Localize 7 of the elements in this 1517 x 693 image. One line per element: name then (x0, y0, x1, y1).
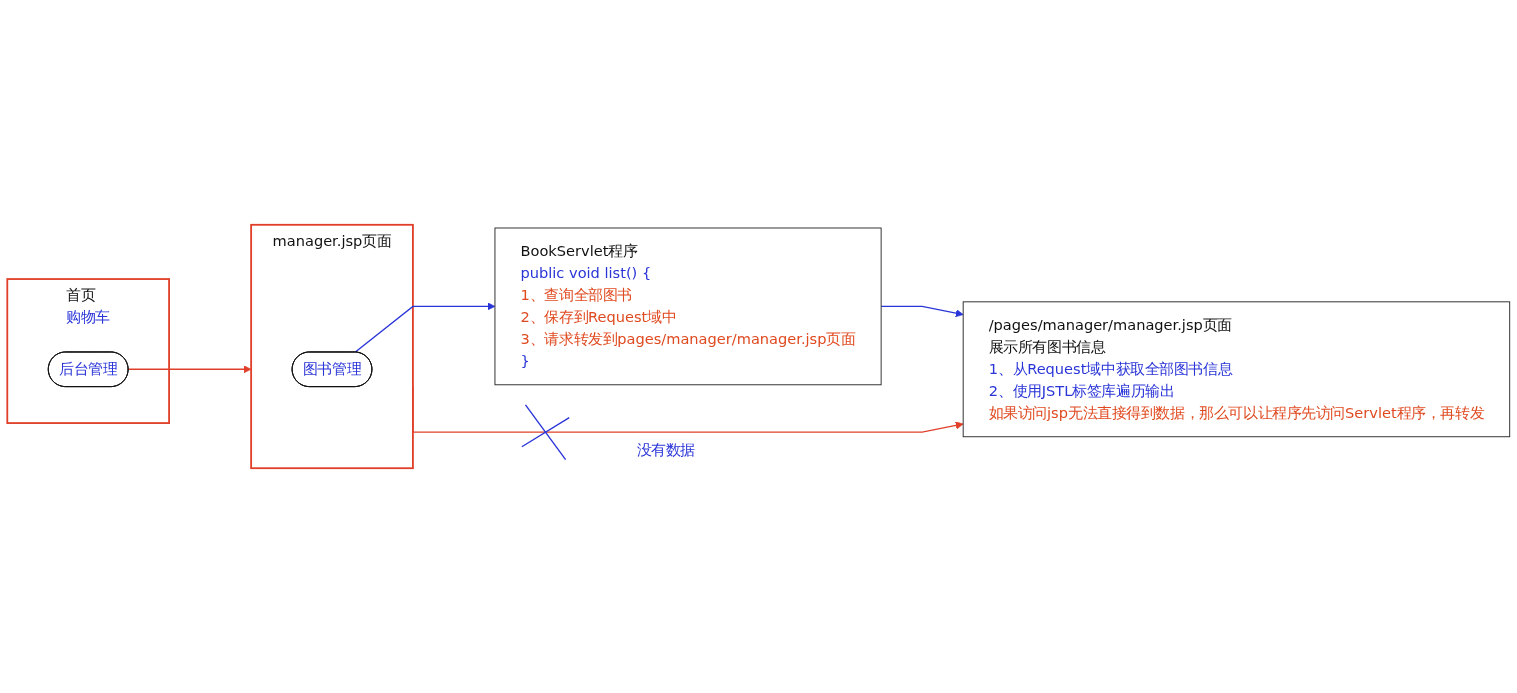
node-box: BookServlet程序 public void list() { 1、查询全部图书 2、保存到Request域中 3、请求转发到pages/manager/manager.jsp页面 } (494, 227, 882, 386)
edge-label: 没有数据 (636, 441, 696, 459)
arrow (880, 305, 964, 318)
arrow (127, 365, 252, 374)
arrow (412, 386, 964, 433)
arrow (354, 302, 496, 354)
node-box: /pages/manager/manager.jsp页面 展示所有图书信息 1、从Request域中获取全部图书信息 2、使用JSTL标签库遍历输出 如果访问jsp无法直接得到数据，那么可以让程序先访问Servlet程序，再转发 (962, 301, 1511, 438)
